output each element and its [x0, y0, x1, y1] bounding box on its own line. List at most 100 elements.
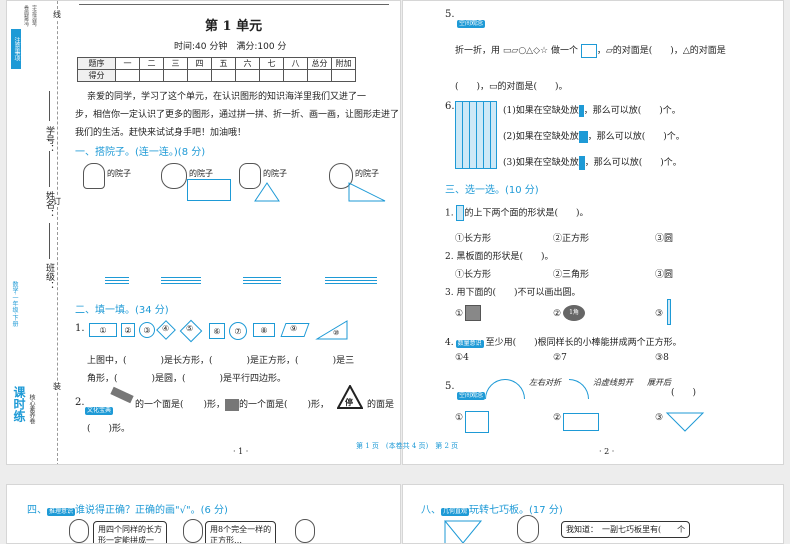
c5-step-2: 沿虚线剪开	[593, 378, 633, 387]
c5-answer-blank[interactable]: ( )	[671, 388, 697, 398]
score-header-cell: 题序	[77, 57, 116, 70]
q2-line: 的一个面是()形，的一个面是()形，	[135, 397, 329, 411]
c1-line: 1. 的上下两个面的形状是( )。	[445, 205, 589, 221]
score-cell[interactable]	[115, 69, 140, 82]
score-cell[interactable]	[283, 69, 308, 82]
score-cell[interactable]	[139, 69, 164, 82]
shape-1-rect: ①	[89, 323, 117, 337]
score-table-score-row: 得分	[77, 69, 356, 82]
c4-option-2[interactable]: ②7	[553, 353, 567, 363]
q6-text: (1)如果在空缺处放	[503, 106, 579, 116]
q1-text: )是正方形，(	[246, 356, 299, 366]
fence-lines	[161, 277, 201, 284]
c1-option-3[interactable]: ③圆	[655, 234, 674, 244]
shape-5-label: ⑤	[186, 324, 194, 333]
bottom-left-page: 四、推理意识谁说得正确？正确的画"√"。(6 分) 用四个同样的长方形一定能拼成…	[6, 484, 401, 544]
c4-option-1[interactable]: ①4	[455, 353, 469, 363]
q6-text: ，那么可以放( )个。	[583, 106, 681, 116]
side-ding-mark: 订	[53, 196, 61, 207]
class-label: 班级：	[44, 263, 54, 290]
c5-option-1[interactable]: ①	[455, 413, 464, 423]
section-3-heading: 三、选一选。(10 分)	[445, 185, 539, 196]
c1-option-2[interactable]: ②正方形	[553, 234, 590, 244]
score-cell[interactable]	[307, 69, 332, 82]
rectangle-symbol: ▭	[489, 82, 498, 92]
c1-number: 1.	[445, 208, 454, 219]
footer-page: 第 1 页	[356, 442, 379, 450]
speech-bubble-1: 用四个同样的长方形一定能拼成一	[93, 521, 167, 543]
side-notice-tag: 注意事项	[11, 29, 21, 69]
section-8-heading: 八、几何直观玩转七巧板。(17 分)	[421, 505, 563, 516]
student-name-line[interactable]	[49, 151, 50, 187]
page-number-left: · 1 ·	[233, 447, 249, 456]
score-cell[interactable]	[211, 69, 236, 82]
brand-subtitle: 核心素养卷	[28, 394, 35, 424]
q1-line-2: 角形，()是圆，()是平行四边形。	[87, 371, 286, 384]
c5-option-3[interactable]: ③	[655, 413, 664, 423]
section-2-heading: 二、填一填。(34 分)	[75, 305, 169, 316]
q1-text: 上图中，(	[87, 356, 127, 366]
c4-text: 至少用( )根同样长的小棒能拼成两个正方形。	[485, 338, 682, 348]
intro-line-3: 我们的生活。赶快来试试身手吧！加油哦！	[75, 128, 247, 138]
q6-grid-picture	[455, 101, 497, 169]
question-1-number: 1.	[75, 323, 85, 334]
semicircle-picture	[485, 379, 525, 399]
score-row-label: 得分	[77, 69, 116, 82]
q5-text: 的对面是( )。	[497, 82, 568, 92]
bottom-right-page: 八、几何直观玩转七巧板。(17 分) 我知道： 一副七巧板里有( 个	[402, 484, 784, 544]
c1-option-1[interactable]: ①长方形	[455, 234, 492, 244]
c5-option-2[interactable]: ②	[553, 413, 562, 423]
c3-line: 3. 用下面的( )不可以画出圆。	[445, 288, 581, 298]
score-cell[interactable]	[235, 69, 260, 82]
side-zhuang-mark: 装	[53, 381, 61, 392]
c5-tag: 空间观念	[457, 392, 486, 400]
c4-option-3[interactable]: ③8	[655, 353, 669, 363]
q6-text: (2)如果在空缺处放	[503, 132, 579, 142]
c5-step-1: 左右对折	[529, 378, 561, 387]
q5-line-1: 折一折，用 ▭▱○△◇☆ 做一个 ，▱的对面是( )，△的对面是	[455, 43, 726, 58]
q5-tag: 空间观念	[457, 20, 486, 28]
score-cell[interactable]	[331, 69, 356, 82]
pencil-picture	[110, 386, 134, 404]
c2-option-2[interactable]: ②三角形	[553, 270, 590, 280]
top-rule	[79, 4, 389, 5]
coin-icon: 1角	[563, 305, 585, 321]
score-header-cell: 总分	[307, 57, 332, 70]
c2-option-1[interactable]: ①长方形	[455, 270, 492, 280]
yard-label: 的院子	[355, 169, 379, 178]
q6-item-2: (2)如果在空缺处放，那么可以放( )个。	[503, 129, 685, 143]
score-table-header-row: 题序 一 二 三 四 五 六 七 八 总分 附加	[77, 57, 356, 70]
student-number-line[interactable]	[49, 91, 50, 121]
c3-option-3[interactable]: ③	[655, 309, 664, 319]
shape-2-square: ②	[121, 323, 135, 337]
c3-option-1[interactable]: ①	[455, 309, 464, 319]
score-cell[interactable]	[259, 69, 284, 82]
q2-text: 的一个面是(	[135, 400, 184, 410]
score-header-cell: 五	[211, 57, 236, 70]
yard-label: 的院子	[189, 169, 213, 178]
q6-text: ，那么可以放( )个。	[584, 158, 682, 168]
animal-lion	[329, 163, 353, 189]
c3-option-2[interactable]: ②	[553, 309, 562, 319]
stop-sign-label: 停	[345, 397, 353, 407]
shape-6-square: ⑥	[209, 323, 225, 339]
shape-4-label: ④	[162, 324, 170, 333]
class-line[interactable]	[49, 223, 50, 259]
score-header-cell: 一	[115, 57, 140, 70]
shape-10-triangle	[315, 320, 348, 340]
c2-line: 2. 黑板面的形状是( )。	[445, 252, 554, 262]
q2-text: 的一个面是(	[239, 400, 288, 410]
option-triangle-shape	[665, 412, 705, 432]
c5-step-3: 展开后	[647, 378, 671, 387]
q1-text: )是长方形，(	[160, 356, 213, 366]
option-rectangle-shape	[563, 413, 599, 431]
q5-text: ( )，	[455, 82, 490, 92]
shape-9-label: ⑨	[290, 324, 298, 333]
score-header-cell: 二	[139, 57, 164, 70]
score-cell[interactable]	[163, 69, 188, 82]
score-cell[interactable]	[187, 69, 212, 82]
child-avatar	[295, 519, 315, 543]
rubiks-cube-picture	[225, 398, 240, 411]
intro-line-2: 步，相信你一定认识了更多的图形，通过拼一拼、折一折、画一画，让图形走进了	[75, 110, 400, 120]
c2-option-3[interactable]: ③圆	[655, 270, 674, 280]
